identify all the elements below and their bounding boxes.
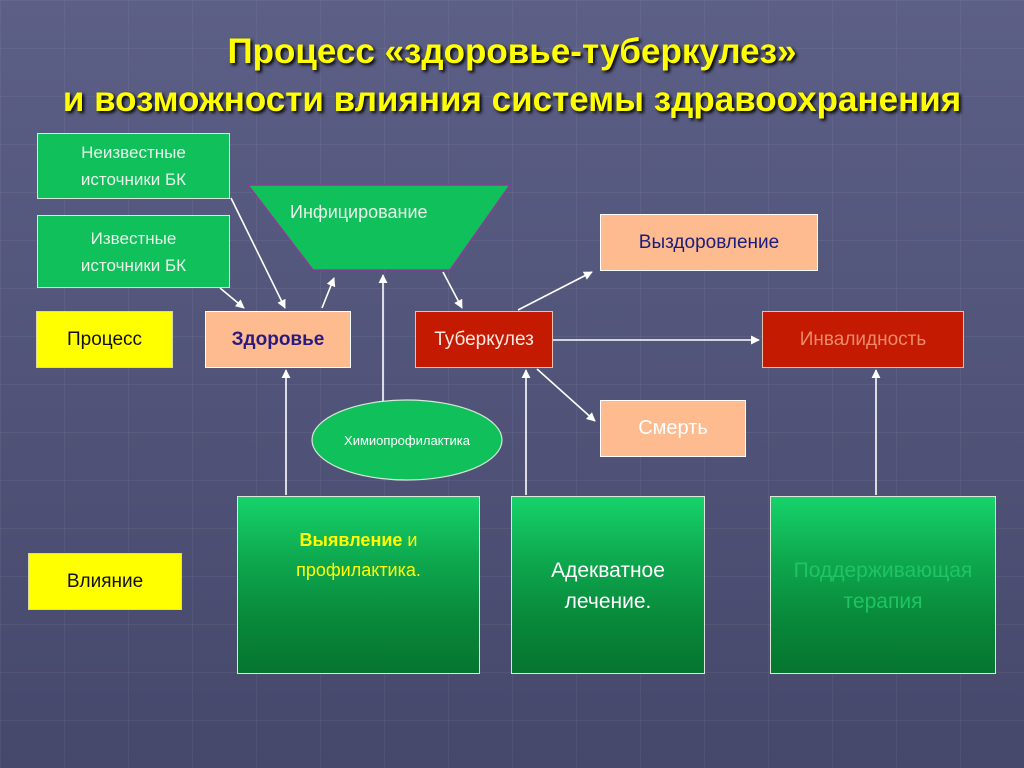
page-title-line2: и возможности влияния системы здравоохра…	[62, 80, 962, 119]
death-box: Смерть	[600, 400, 746, 457]
infection-label: Инфицирование	[290, 201, 428, 222]
arrow-tuberculosis-to-death	[536, 368, 596, 422]
unknown-sources-line2: источники БК	[80, 170, 187, 189]
supportive-therapy-box: Поддерживающая терапия	[770, 496, 996, 674]
tuberculosis-box: Туберкулез	[415, 311, 553, 368]
process-label: Процесс	[36, 311, 173, 368]
detection-line2: профилактика.	[296, 560, 421, 580]
infection-trapezoid	[246, 184, 512, 271]
arrow-known-to-health	[219, 287, 245, 309]
arrow-tuberculosis-to-recovery	[517, 271, 593, 311]
detection-line1: Выявление и	[300, 525, 418, 555]
chemoprophylaxis-label: Химиопрофилактика	[344, 432, 470, 448]
unknown-sources-line1: Неизвестные	[81, 143, 186, 162]
arrow-health-to-infection	[321, 277, 336, 309]
detection-rest: и	[402, 530, 418, 550]
arrow-infection-to-tuberculosis	[442, 271, 463, 309]
treatment-line1: Адекватное	[551, 559, 665, 582]
disability-box: Инвалидность	[762, 311, 964, 368]
supportive-line2: терапия	[843, 590, 923, 613]
known-sources-box: Известные источники БК	[37, 215, 230, 288]
influence-label: Влияние	[28, 553, 182, 610]
detection-bold: Выявление	[299, 530, 403, 550]
recovery-box: Выздоровление	[600, 214, 818, 271]
supportive-line1: Поддерживающая	[793, 559, 973, 582]
health-box: Здоровье	[205, 311, 351, 368]
chemoprophylaxis-ellipse	[311, 399, 503, 481]
adequate-treatment-box: Адекватное лечение.	[511, 496, 705, 674]
treatment-line2: лечение.	[564, 590, 652, 613]
unknown-sources-box: Неизвестные источники БК	[37, 133, 230, 199]
arrow-unknown-to-health	[230, 197, 286, 309]
known-sources-line1: Известные	[90, 228, 177, 248]
known-sources-line2: источники БК	[80, 255, 187, 275]
page-title-line1: Процесс «здоровье-туберкулез»	[227, 32, 797, 71]
detection-prevention-box: Выявление и профилактика.	[237, 496, 480, 674]
